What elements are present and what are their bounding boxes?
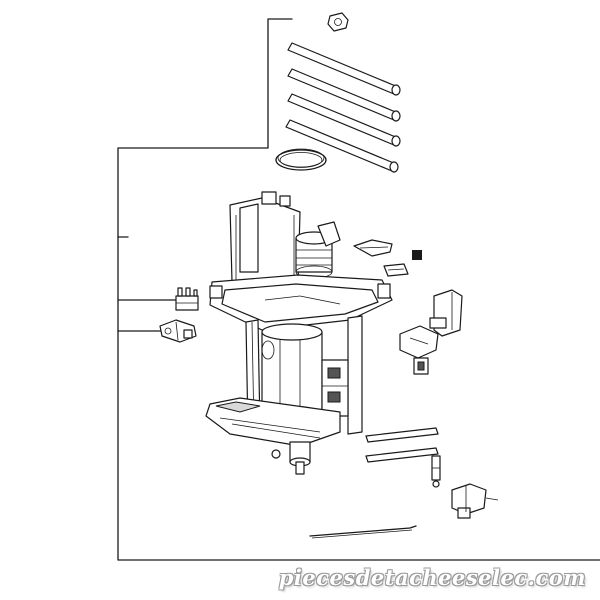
main-body-assembly (205, 191, 393, 475)
rods-set (285, 42, 401, 173)
leader-lines (117, 18, 600, 561)
rod-3 (287, 93, 401, 147)
bottom-switch-part (451, 483, 499, 519)
lower-rods (365, 427, 439, 463)
wire-part (309, 525, 417, 539)
micro-switch-part (399, 325, 439, 375)
small-nut-part (327, 12, 349, 32)
watermark-logo: piecesdetacheeselec.com (278, 565, 586, 590)
o-ring-gasket (275, 148, 327, 171)
lever-part (353, 239, 393, 257)
rod-2 (287, 68, 401, 122)
thermostat-part (175, 287, 199, 311)
rod-4 (285, 119, 399, 173)
clip-part (383, 263, 409, 277)
rod-1 (287, 42, 401, 96)
connector-part (159, 319, 197, 343)
knob-cap-part (429, 289, 463, 337)
fuse-part (431, 455, 441, 488)
black-square-part (412, 250, 422, 260)
